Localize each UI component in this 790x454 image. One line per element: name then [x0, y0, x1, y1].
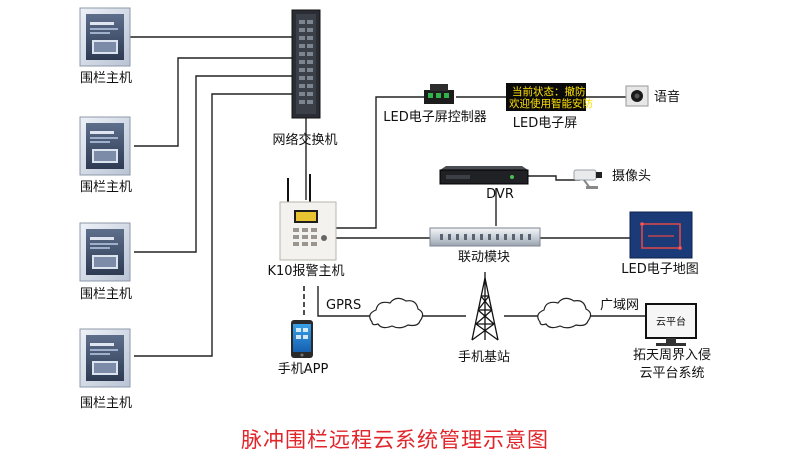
link-gprs-cloud: [317, 286, 370, 317]
switch-label: 网络交换机: [272, 133, 338, 148]
fence-host-label: 围栏主机: [79, 71, 133, 86]
link-dvr-camera: [524, 175, 580, 181]
monitor-icon: 云平台: [645, 303, 697, 346]
led-map-icon: [629, 211, 693, 259]
led-screen-line2: 欢迎使用智能安防: [509, 97, 593, 110]
cloud-box-label: 云平台: [656, 315, 686, 328]
fence-host-icon: [79, 328, 131, 388]
dvr-label: DVR: [486, 187, 514, 202]
alarm-host-label: K10报警主机: [267, 264, 345, 279]
cloud-platform-label-1: 拓天周界入侵: [632, 348, 712, 363]
camera-icon: [573, 169, 602, 189]
led-screen-label: LED电子屏: [512, 116, 578, 131]
alarm-host-icon: [279, 174, 337, 261]
led-screen-line1: 当前状态：撤防: [512, 85, 586, 98]
camera-label: 摄像头: [612, 169, 652, 184]
led-controller-label: LED电子屏控制器: [383, 110, 487, 125]
link-host2-switch: [134, 57, 292, 147]
cell-tower-icon: [471, 272, 499, 341]
link-host3-switch: [134, 75, 292, 253]
voice-label: 语音: [654, 90, 681, 105]
mobile-app-label: 手机APP: [277, 362, 329, 377]
led-map-label: LED电子地图: [621, 262, 699, 277]
cloud-icon: [369, 297, 424, 329]
network-switch-icon: [291, 9, 321, 119]
fence-host-label: 围栏主机: [79, 396, 133, 411]
link-host4-switch: [134, 93, 292, 357]
led-controller-icon: [424, 84, 454, 104]
linkage-module-icon: [429, 227, 541, 247]
led-screen: 当前状态：撤防 欢迎使用智能安防: [506, 83, 593, 111]
connection-lines: [128, 36, 646, 357]
gprs-label: GPRS: [326, 298, 362, 313]
fence-host-label: 围栏主机: [79, 287, 133, 302]
diagram-title: 脉冲围栏远程云系统管理示意图: [241, 428, 549, 452]
base-station-label: 手机基站: [457, 350, 511, 365]
wan-label: 广域网: [600, 298, 640, 313]
fence-host-label: 围栏主机: [79, 180, 133, 195]
link-alarm-ledctrl: [336, 96, 424, 229]
fence-host-icon: [79, 7, 131, 67]
linkage-module-label: 联动模块: [457, 250, 511, 265]
fence-host-icon: [79, 116, 131, 176]
fence-host-icon: [79, 222, 131, 282]
cloud-platform-label-2: 云平台系统: [639, 366, 705, 381]
mobile-phone-icon: [291, 320, 313, 358]
cloud-icon: [537, 297, 592, 329]
dvr-icon: [439, 166, 529, 185]
speaker-icon: [625, 85, 649, 107]
